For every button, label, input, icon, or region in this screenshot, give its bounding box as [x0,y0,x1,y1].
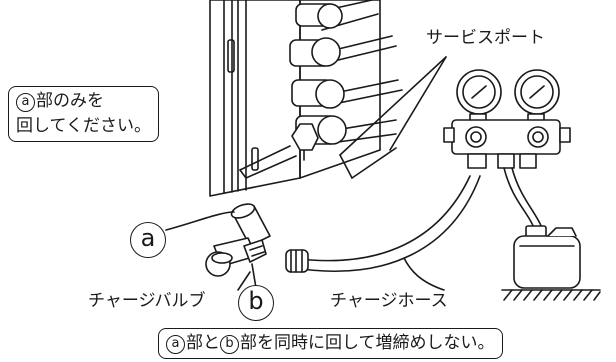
outdoor-unit-panel [209,0,381,197]
label-leaders [165,211,445,291]
refrigerant-cylinder [513,225,581,289]
marker-b: b [238,285,274,321]
note-bottom-part1: 部と [186,333,220,353]
note-top-line2: 回してください。 [16,116,151,136]
charge-valve-label: チャージバルブ [88,291,206,311]
manifold-gauge-drawing [443,69,571,169]
marker-a-inline-bottom: a [166,335,185,354]
service-valves [289,3,347,161]
marker-b-inline-bottom: b [220,335,239,354]
marker-a: a [130,222,166,258]
charge-valve-drawing [205,145,297,277]
ground-hatch [501,289,601,301]
note-bottom-part2: 部を同時に回して増締めしない。 [240,333,495,353]
note-top-line1-text: 部のみを [36,91,104,111]
charge-hose-drawing [285,175,481,273]
cylinder-hose [503,167,543,229]
service-port-label: サービスポート [426,28,545,48]
charge-hose-label: チャージホース [330,291,448,311]
marker-a-inline: a [16,93,35,112]
service-port-leaders [339,56,447,179]
